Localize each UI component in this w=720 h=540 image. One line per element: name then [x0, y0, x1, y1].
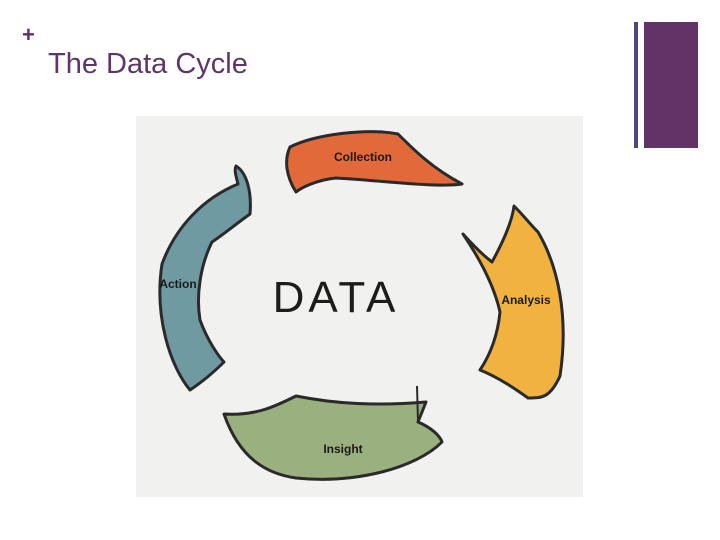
center-label: DATA — [273, 273, 400, 322]
insight-arrow-tail — [416, 385, 419, 423]
insight-label: Insight — [323, 442, 362, 456]
accent-thin-bar — [634, 22, 638, 148]
collection-label: Collection — [334, 150, 392, 164]
accent-thick-bar — [644, 22, 698, 148]
analysis-label: Analysis — [501, 293, 551, 307]
collection-arrow — [285, 130, 464, 194]
plus-mark: + — [22, 22, 35, 47]
corner-accent — [634, 22, 698, 148]
data-cycle-diagram: DATA Collection Analysis Insight Action — [136, 116, 583, 497]
action-label: Action — [159, 277, 196, 291]
slide-title: The Data Cycle — [48, 48, 248, 80]
insight-arrow — [222, 394, 444, 481]
analysis-arrow — [461, 204, 565, 400]
action-arrow — [158, 164, 252, 392]
